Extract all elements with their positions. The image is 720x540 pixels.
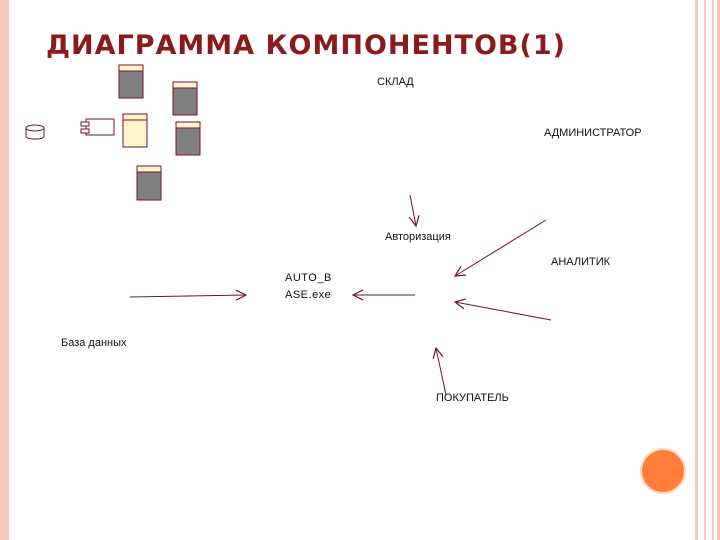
component-box	[175, 121, 201, 156]
left-border-stripe	[0, 0, 9, 540]
right-border-stripe	[695, 0, 698, 540]
component-box	[118, 64, 144, 99]
right-border-stripe	[717, 0, 720, 540]
label-exe: AUTO_B ASE.exe	[285, 270, 332, 304]
component-box-empty	[122, 113, 148, 148]
label-administrator: АДМИНИСТРАТОР	[544, 127, 642, 139]
label-sklad: СКЛАД	[377, 76, 414, 88]
arrow-pokupatel-to-hub	[436, 348, 447, 396]
component-box	[136, 165, 162, 201]
arrow-database-to-exe	[129, 295, 246, 297]
label-exe-line2: ASE.exe	[285, 289, 332, 301]
arrow-sklad-to-avtorizatsiya	[410, 194, 416, 226]
decorative-orb	[640, 448, 686, 494]
label-pokupatel: ПОКУПАТЕЛЬ	[436, 392, 509, 404]
right-border-stripe	[712, 0, 714, 540]
label-avtorizatsiya: Авторизация	[385, 231, 451, 243]
right-border-stripe	[704, 0, 706, 540]
database-icon	[25, 124, 45, 140]
component-box	[172, 81, 198, 116]
slide-title: ДИАГРАММА КОМПОНЕНТОВ(1)	[46, 30, 566, 61]
label-exe-line1: AUTO_B	[285, 272, 332, 284]
component-icon	[80, 118, 115, 136]
label-analitik: АНАЛИТИК	[551, 256, 611, 268]
arrow-analitik-to-hub	[455, 302, 552, 321]
label-baza-dannyh: База данных	[61, 337, 127, 349]
arrow-administrator-to-hub	[455, 219, 547, 276]
